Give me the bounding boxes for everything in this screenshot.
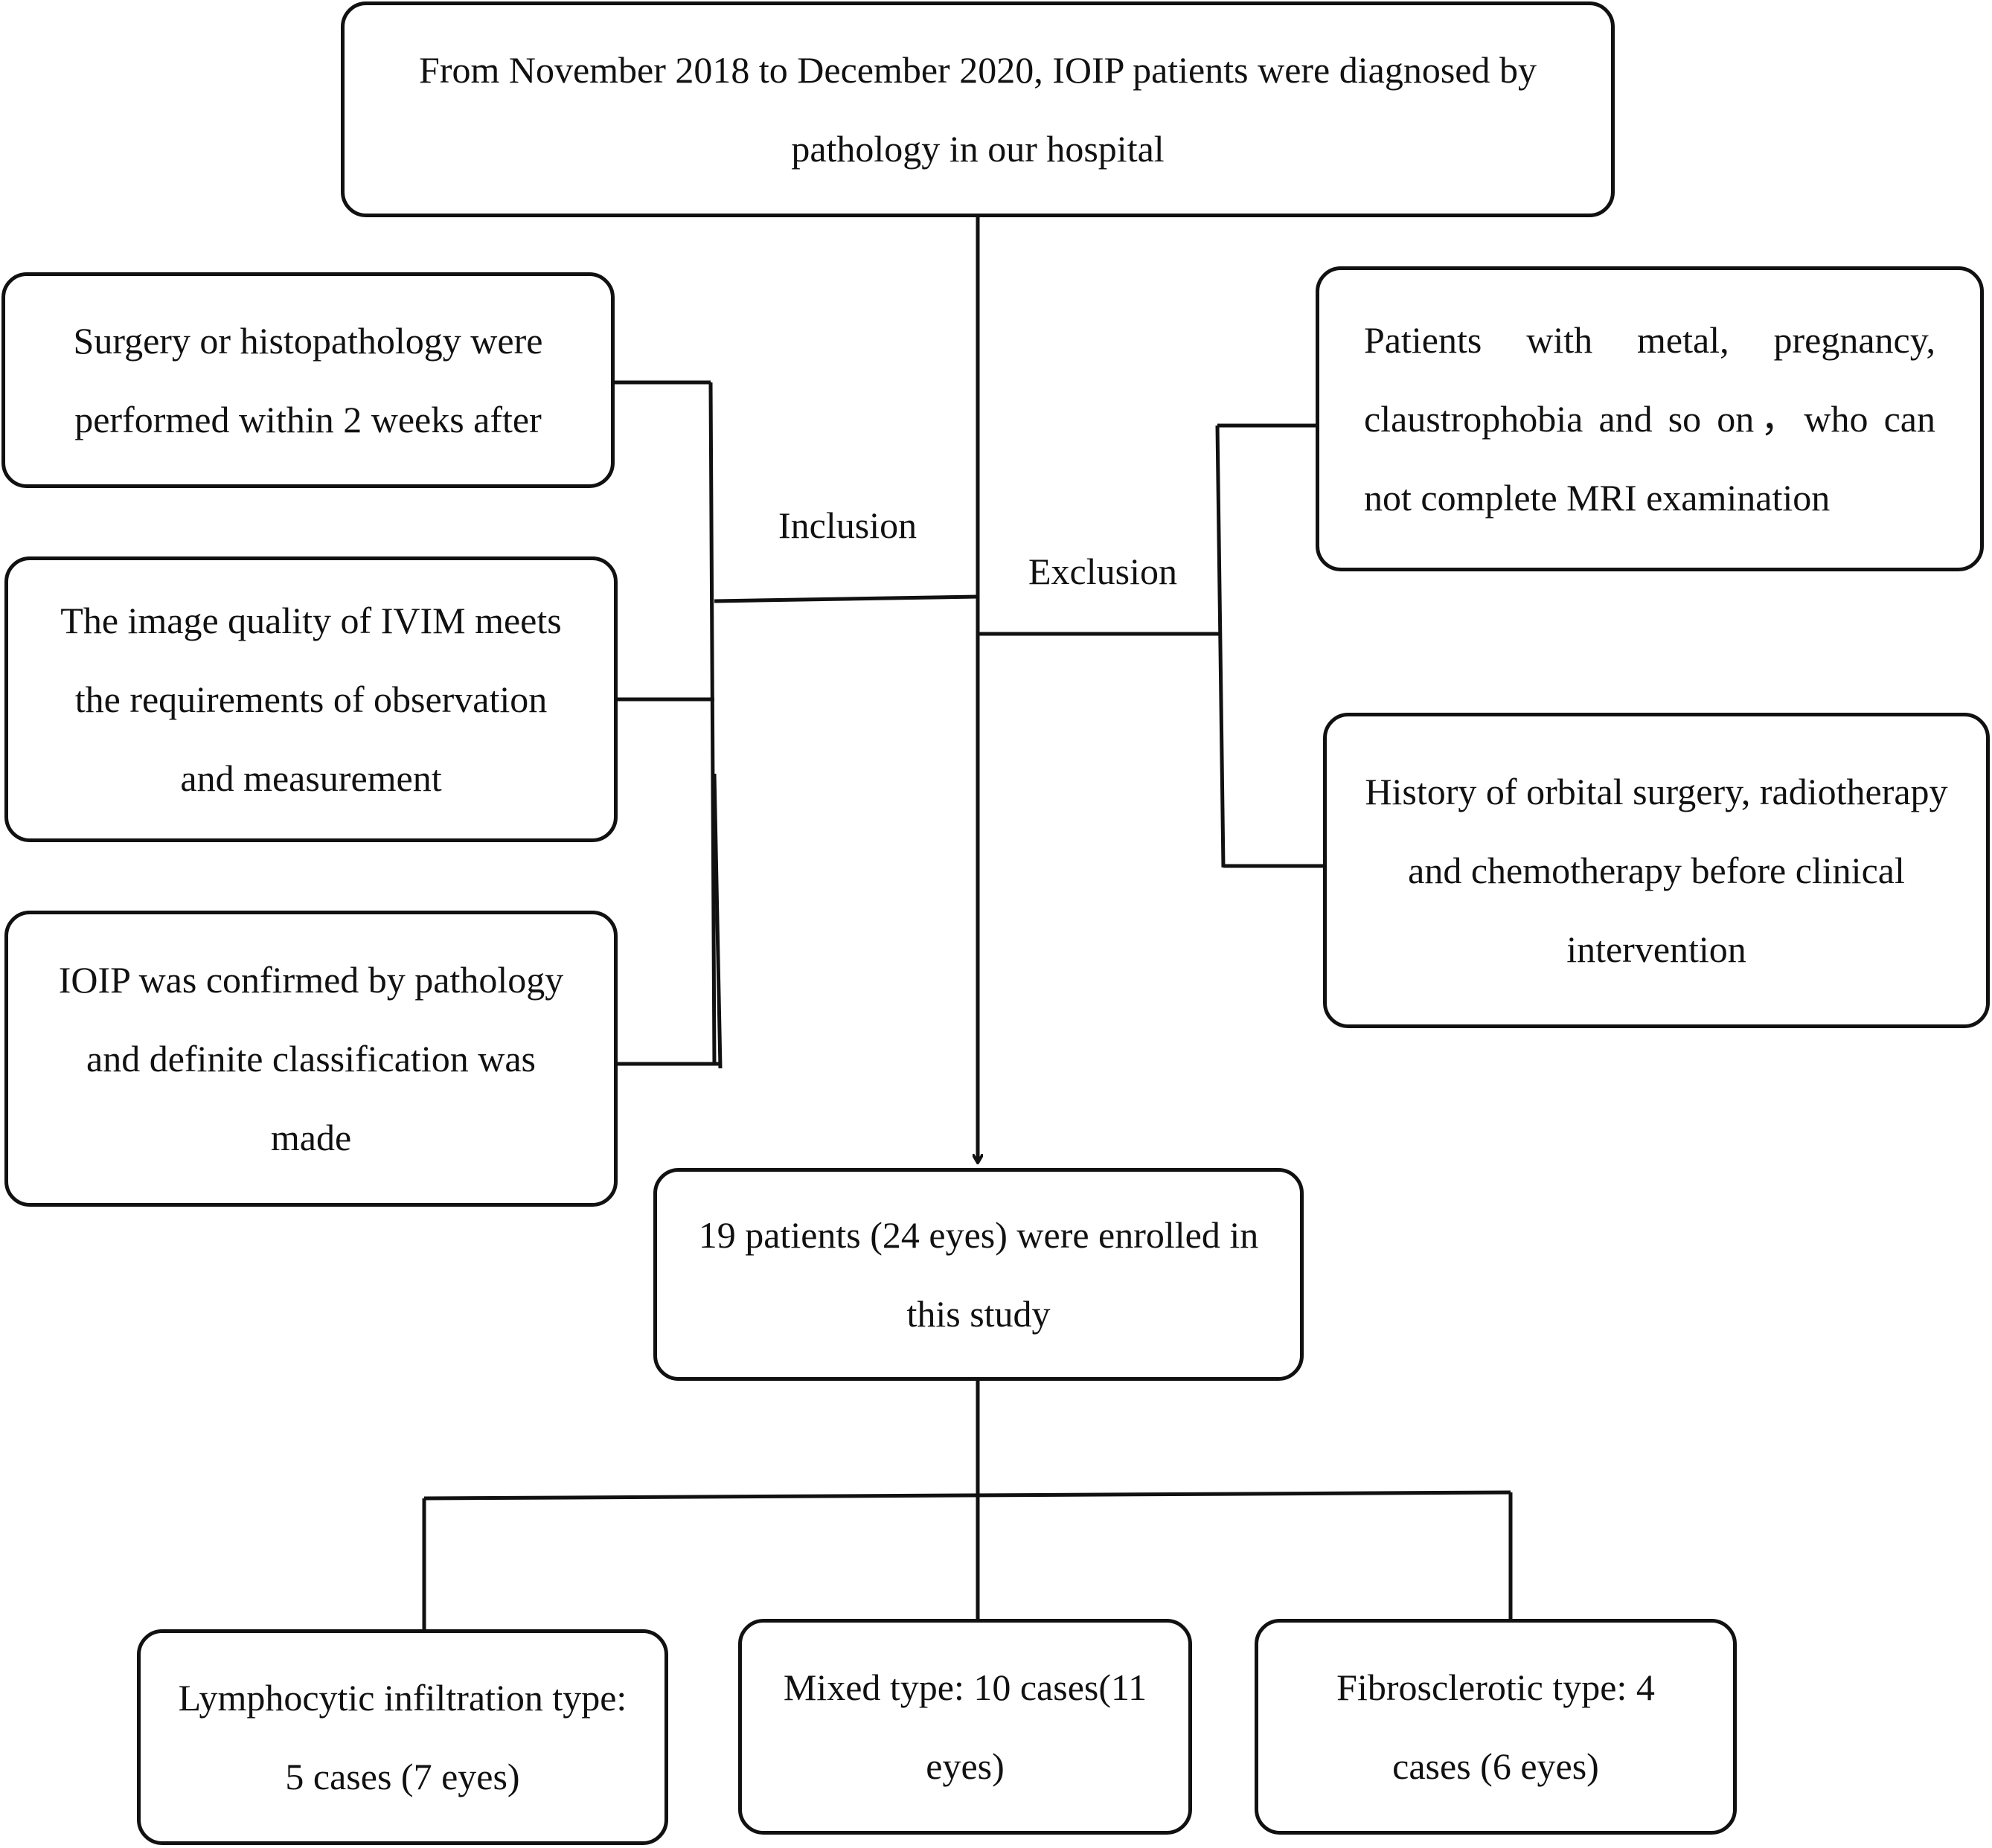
inclusion-criterion-text: The image quality of IVIM meets the requ… [60, 600, 562, 799]
source-population-text: From November 2018 to December 2020, IOI… [419, 49, 1537, 170]
split-bar [423, 1490, 1511, 1501]
source-population-box: From November 2018 to December 2020, IOI… [341, 1, 1615, 217]
inclusion-criterion-box: Surgery or histopathology were performed… [1, 272, 615, 488]
inclusion-criterion-text: IOIP was confirmed by pathology and defi… [58, 959, 564, 1158]
exclusion-criterion-box: History of orbital surgery, radiotherapy… [1323, 713, 1990, 1028]
outcome-text: Fibrosclerotic type: 4 cases (6 eyes) [1336, 1666, 1655, 1787]
inclusion-bracket-upper [708, 382, 717, 1066]
enrolled-patients-text: 19 patients (24 eyes) were enrolled in t… [698, 1214, 1259, 1335]
inclusion-criterion-box: The image quality of IVIM meets the requ… [4, 556, 618, 842]
exclusion-bracket [1215, 425, 1226, 868]
inclusion-criterion-text: Surgery or histopathology were performed… [73, 320, 543, 440]
inclusion-criterion-box: IOIP was confirmed by pathology and defi… [4, 911, 618, 1207]
outcome-box-lymphocytic: Lymphocytic infiltration type: 5 cases (… [137, 1629, 668, 1845]
inclusion-label: Inclusion [778, 504, 917, 546]
exclusion-criterion-box: Patients with metal, pregnancy, claustro… [1316, 266, 1984, 571]
enrolled-patients-box: 19 patients (24 eyes) were enrolled in t… [653, 1168, 1304, 1381]
inclusion-bracket-lower [712, 773, 723, 1069]
outcome-text: Lymphocytic infiltration type: 5 cases (… [178, 1677, 627, 1797]
exclusion-label: Exclusion [1028, 551, 1177, 592]
exclusion-criterion-text: History of orbital surgery, radiotherapy… [1365, 771, 1948, 970]
exclusion-criterion-text: Patients with metal, pregnancy, claustro… [1364, 319, 1935, 519]
outcome-box-mixed: Mixed type: 10 cases(11 eyes) [738, 1619, 1192, 1835]
inclusion-connector [714, 594, 979, 603]
outcome-box-fibrosclerotic: Fibrosclerotic type: 4 cases (6 eyes) [1255, 1619, 1737, 1835]
outcome-text: Mixed type: 10 cases(11 eyes) [783, 1666, 1147, 1787]
